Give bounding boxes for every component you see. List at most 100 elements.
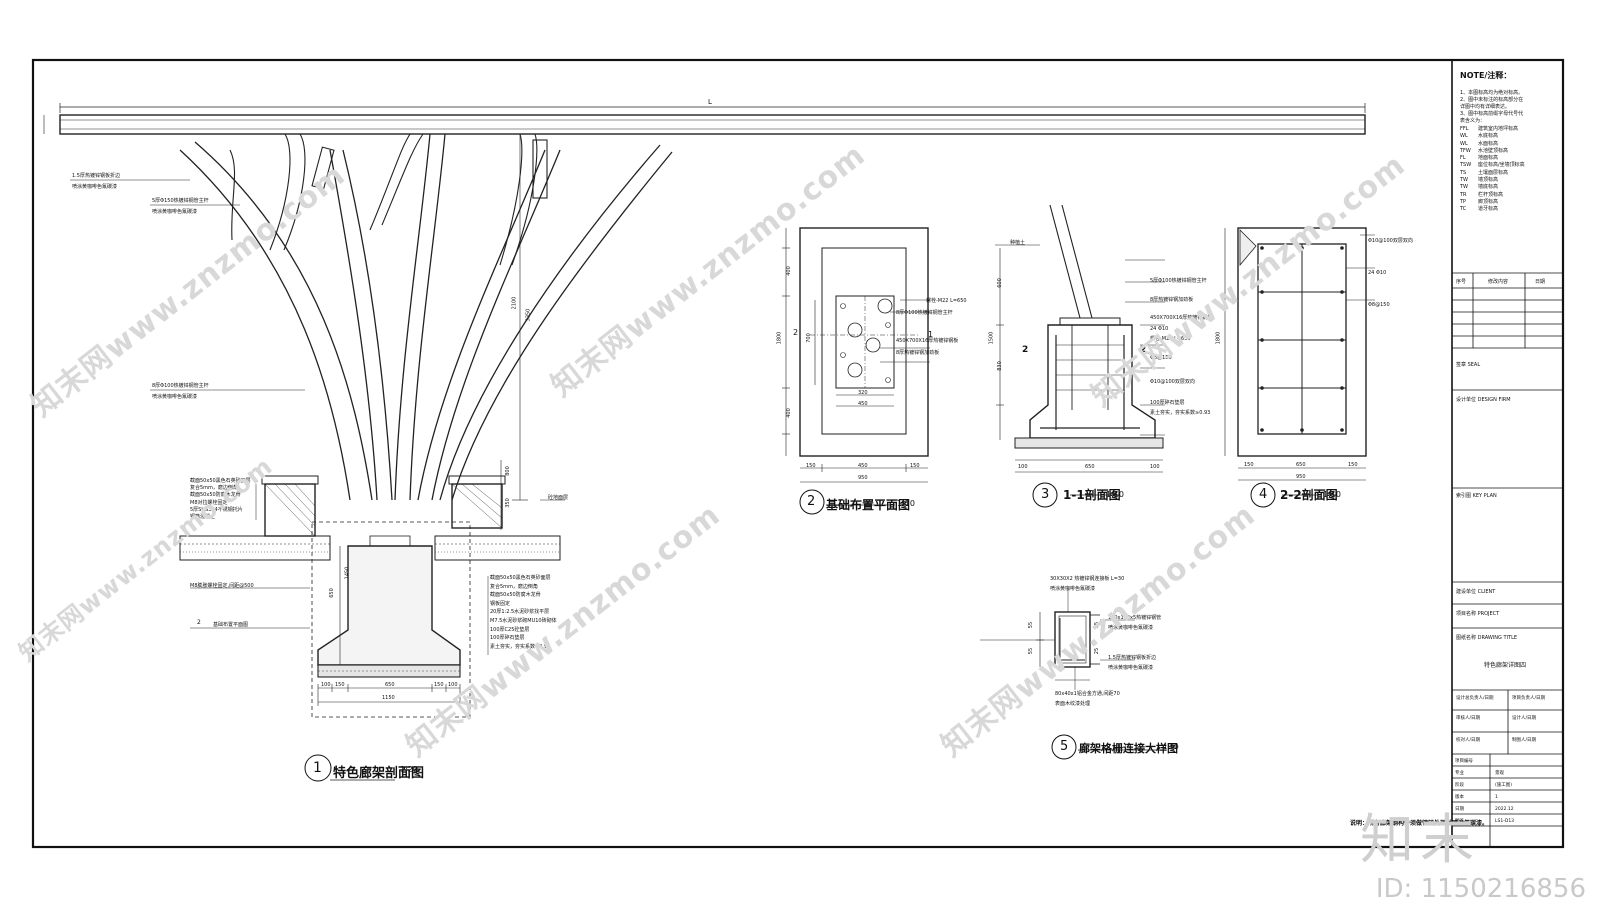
ref-circle-2: 2	[197, 619, 201, 626]
layer-note: 复合5mm，磨边倒角	[490, 583, 538, 590]
detail-5-scale: 1:10	[1163, 743, 1179, 751]
code: FL	[1460, 155, 1466, 162]
info-key: 日期	[1455, 807, 1464, 812]
sheet-border	[31, 58, 1565, 849]
detail-1-title	[304, 754, 332, 782]
rev-header-no: 序号	[1456, 279, 1467, 285]
info-key: 专业	[1455, 771, 1464, 776]
code-desc: 栏杆顶标高	[1478, 191, 1504, 198]
rev-header-date: 日期	[1535, 279, 1546, 285]
right-ground-note: 砼地面层	[548, 495, 569, 501]
code: TSW	[1460, 162, 1472, 169]
sec4-dim-mid: 650	[1296, 462, 1306, 468]
height-dim-350: 350	[504, 498, 511, 508]
height-dim-650: 650	[328, 588, 335, 598]
detail-3-section-1-1	[995, 204, 1165, 496]
detail-3-scale: 1:10	[1106, 490, 1124, 499]
plan-note: 螺栓-M22 L=650	[926, 298, 967, 304]
sec3-note: Φ10@100双层双向	[1150, 379, 1195, 385]
d5-note-top-1: 30X30X2 热镀锌钢连接板 L=30	[1050, 576, 1125, 582]
sec4-dim-left: 150	[1244, 462, 1254, 468]
sec3-dim-830: 830	[996, 361, 1003, 371]
sec3-note: 螺栓-M22 L=650	[1150, 336, 1191, 342]
sec3-note: 素土夯实，夯实系数≥0.93	[1150, 410, 1211, 416]
code-desc: 水池壁顶标高	[1478, 147, 1509, 154]
plan-note: 450X700X16厚热镀锌钢板	[896, 338, 959, 344]
left-note: M8对拉螺栓固定	[190, 499, 228, 506]
base-dim-1: 100	[321, 682, 331, 688]
detail-1-number: 1	[313, 760, 322, 776]
note-line: 1、本图标高均为绝对标高。	[1460, 90, 1524, 96]
d5-note-right-3: 1.5厚热镀锌钢板折边	[1108, 655, 1156, 661]
code-row: TW 墙底标高	[1460, 184, 1525, 191]
sec3-note: 450X700X16厚热镀锌钢板	[1150, 315, 1213, 321]
info-key: 图号	[1455, 819, 1464, 824]
plan-section-mark: 1	[928, 330, 934, 339]
branch-note-2: 喷涂黄咖啡色氟碳漆	[152, 209, 198, 215]
d5-note-top-2: 喷涂黄咖啡色氟碳漆	[1050, 586, 1096, 592]
layer-note: 截面50x50黑色石英砂面层	[490, 575, 551, 581]
note-line: 2、图中未标注的标高部分在	[1460, 97, 1524, 103]
base-dim-4: 150	[434, 682, 444, 688]
code-desc: 建筑室内地坪标高	[1478, 126, 1519, 132]
code: FFL	[1460, 126, 1469, 132]
code: TW	[1460, 184, 1468, 191]
plan-dim-left: 150	[806, 463, 816, 469]
note-line: 3、图中标高前缀字母代号代	[1460, 111, 1524, 117]
info-row: 阶段(施工图)	[1455, 780, 1514, 792]
detail-4-title	[1250, 482, 1276, 508]
sec3-base-right: 100	[1150, 464, 1160, 470]
code: TP	[1460, 198, 1467, 205]
detail-2-name: 基础布置平面图	[826, 498, 911, 512]
detail-5-name: 廊架格栅连接大样图	[1079, 742, 1178, 755]
plan-dim-right: 150	[910, 463, 920, 469]
sec4-note: Φ8@150	[1368, 302, 1390, 308]
info-val: 1	[1495, 795, 1498, 800]
sec3-section-mark: 2	[1022, 345, 1029, 355]
detail-3-title	[1032, 482, 1058, 508]
detail-4-section-2-2	[1224, 227, 1375, 496]
rev-header-content: 修改内容	[1488, 279, 1509, 285]
seal-label: 签章 SEAL	[1456, 362, 1481, 368]
beam-note-1: 1.5厚热镀锌钢板折边	[72, 173, 120, 179]
role-5: 校对人/日期	[1456, 738, 1481, 743]
code-row: TR 栏杆顶标高	[1460, 192, 1525, 199]
sec3-section-mark-right: 2	[1140, 345, 1147, 355]
role-6: 制图人/日期	[1512, 738, 1537, 743]
sec3-note: Φ8@150	[1150, 354, 1172, 361]
sec3-notes: 5厚Φ100热镀锌钢管主杆 8厚热镀锌钢加劲板 450X700X16厚热镀锌钢板…	[1150, 276, 1212, 419]
image-id-label: ID: 1150216856	[1375, 874, 1586, 904]
plan-section-mark-left: 2	[793, 328, 799, 337]
role-4: 设计人/日期	[1512, 716, 1537, 721]
code-desc: 墙底标高	[1478, 184, 1499, 191]
detail-2-scale: 1:10	[897, 499, 915, 508]
left-note: 复合5mm，磨边倒角	[190, 485, 238, 492]
role-1: 设计总负责人/日期	[1456, 696, 1494, 701]
base-dim-2: 150	[335, 682, 345, 688]
code: TR	[1460, 191, 1467, 198]
plan-h-400b: 400	[785, 408, 792, 418]
left-layer-notes: 截面50x50黑色石英砂面层 复合5mm，磨边倒角 截面50x50防腐木龙骨 M…	[190, 478, 251, 521]
detail-2-foundation-plan	[782, 227, 930, 506]
trunk-note-2: 喷涂黄咖啡色氟碳漆	[152, 394, 198, 400]
bottom-note: 说明：所有廊架钢构件须做镀锌处理并喷涂氟碳漆。	[1350, 820, 1489, 827]
info-key: 项目编号	[1455, 759, 1473, 764]
info-val: 2022.12	[1495, 807, 1514, 812]
beam-note-2: 喷涂黄咖啡色氟碳漆	[72, 184, 118, 190]
code: TFW	[1460, 147, 1471, 154]
code-row: TFW 水池壁顶标高	[1460, 148, 1525, 155]
detail-5-number: 5	[1060, 739, 1069, 754]
titleblock-grid	[1452, 272, 1563, 847]
project-label: 项目名称 PROJECT	[1456, 611, 1500, 617]
plan-notes: 螺栓-M22 L=650 8厚Φ100热镀锌钢管主杆 450X700X16厚热镀…	[896, 295, 967, 359]
left-note: 5厚SUS304不锈钢托片	[190, 506, 243, 513]
plan-h-700: 700	[805, 333, 812, 343]
layer-note: M7.5水泥砂浆砌MU10砖砌体	[490, 617, 557, 624]
code-desc: 墙顶标高	[1478, 177, 1499, 184]
